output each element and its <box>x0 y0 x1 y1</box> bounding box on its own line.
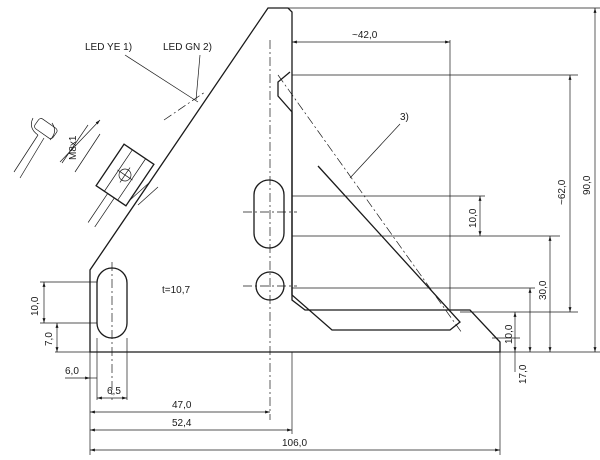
dims-left: 10,0 7,0 <box>30 281 97 353</box>
dim-7: 7,0 <box>44 332 55 346</box>
label-thickness: t=10,7 <box>162 285 191 296</box>
bracket-body <box>89 7 501 353</box>
dim-10-lower-right: 10,0 <box>504 324 515 344</box>
connector-head <box>34 118 58 139</box>
label-note-3: 3) <box>400 112 409 123</box>
dims-top: ~42,0 <box>292 30 451 312</box>
dim-30: 30,0 <box>538 280 549 300</box>
center-lines <box>111 40 463 420</box>
label-led-gn: LED GN 2) <box>163 42 212 53</box>
dim-6: 6,0 <box>65 366 79 377</box>
dim-10-left: 10,0 <box>30 296 41 316</box>
dim-42: ~42,0 <box>352 30 378 41</box>
upper-slot <box>253 179 285 249</box>
dim-106: 106,0 <box>282 438 307 449</box>
dim-90: 90,0 <box>582 175 593 195</box>
mounting-features <box>96 179 285 339</box>
dim-10-right: 10,0 <box>468 208 479 228</box>
sensor: M8x1 <box>13 117 159 228</box>
bracket-inner-pocket <box>277 71 461 331</box>
leaders: LED YE 1) LED GN 2) 3) t=10,7 <box>85 42 409 296</box>
dim-17: 17,0 <box>518 364 529 384</box>
label-led-ye: LED YE 1) <box>85 42 132 53</box>
label-thread: M8x1 <box>68 135 79 160</box>
sensor-body <box>95 143 155 207</box>
dim-52-4: 52,4 <box>172 418 192 429</box>
dim-62: ~62,0 <box>557 179 568 205</box>
dim-47: 47,0 <box>172 400 192 411</box>
dims-bottom: 6,0 6,5 47,0 52,4 106,0 <box>65 338 501 455</box>
dims-right: 90,0 ~62,0 10,0 30,0 10,0 17,0 <box>288 7 600 384</box>
dim-6-5: 6,5 <box>107 386 121 397</box>
